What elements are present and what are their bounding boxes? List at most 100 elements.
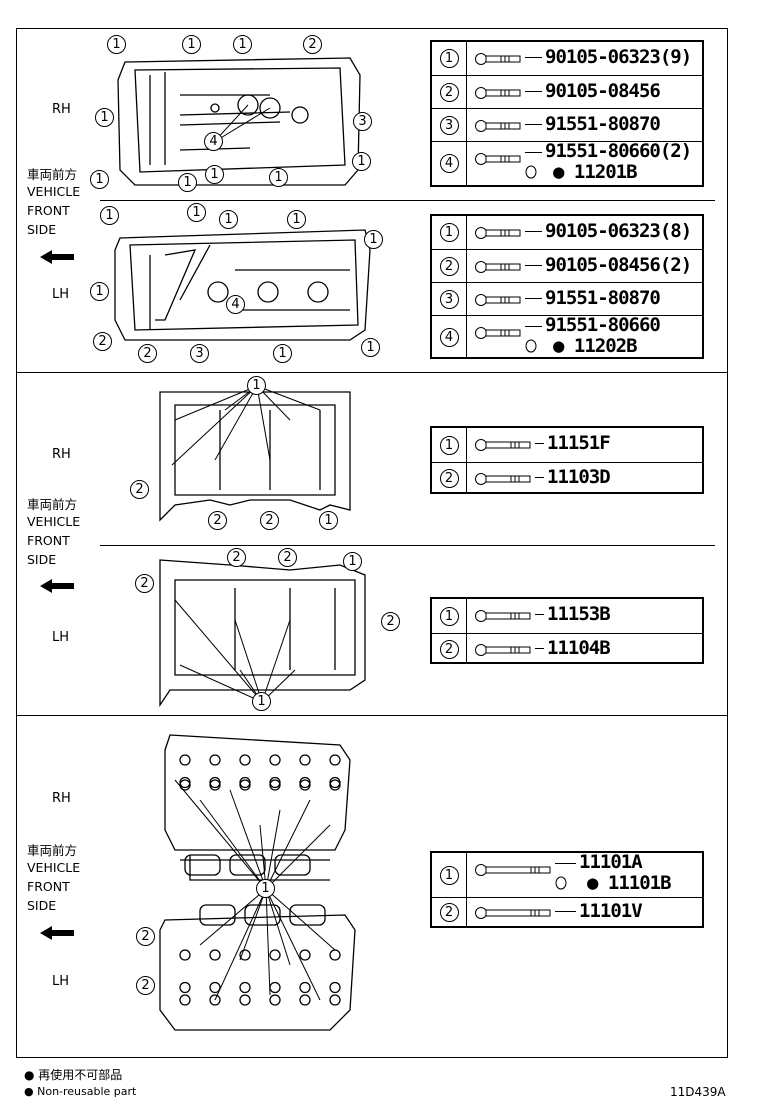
washer-icon [555, 875, 567, 894]
part-number: 91551-80870 [545, 112, 661, 135]
vehicle-front-side-jp: 車両前方 [27, 843, 78, 858]
item-number: 1 [439, 606, 459, 626]
leader-line [265, 888, 291, 966]
rh-label: RH [52, 447, 71, 462]
leader-line [174, 385, 258, 421]
callout-number: 1 [352, 152, 371, 171]
callout-number: 1 [256, 879, 275, 898]
part-number: 11101V [579, 899, 643, 922]
item-number: 2 [439, 256, 459, 276]
callout-number: 1 [178, 173, 197, 192]
part-number: 11101A [579, 851, 643, 873]
part-cell: 11151F [467, 428, 702, 462]
callout-number: 1 [90, 282, 109, 301]
item-number-cell: 1 [432, 216, 467, 249]
part-number: 90105-08456(2) [545, 253, 692, 276]
side-label: SIDE [27, 552, 57, 567]
part-cell: 11153B [467, 599, 702, 633]
item-number: 2 [439, 902, 459, 922]
bolt-icon [475, 85, 529, 104]
side-label: SIDE [27, 898, 57, 913]
bolt-icon [475, 471, 539, 490]
part-cell: 91551-80660(2)● 11201B [467, 140, 702, 185]
leader-line [265, 888, 271, 996]
leader-line [555, 863, 576, 864]
callout-number: 1 [182, 35, 201, 54]
leader-line [171, 385, 258, 466]
non-reusable-part-number: ● 11201B [553, 161, 638, 183]
diagram-frame [16, 28, 728, 1058]
leader-line [234, 619, 263, 703]
bolt-row: 2 11104B [432, 633, 702, 664]
callout-number: 2 [260, 511, 279, 530]
callout-number: 1 [95, 108, 114, 127]
non-reusable-part-number: ● 11101B [587, 872, 672, 894]
item-number-cell: 2 [432, 76, 467, 108]
bolt-icon [475, 862, 559, 881]
item-number-cell: 3 [432, 109, 467, 141]
leader-line [214, 385, 258, 461]
part-cell: 11103D [467, 463, 702, 494]
bolt-icon [475, 325, 529, 344]
leader-line [525, 90, 542, 92]
sub-part-number: 11202B [573, 335, 638, 357]
callout-number: 2 [138, 344, 157, 363]
lh-label: LH [52, 287, 70, 302]
leader-line [174, 599, 263, 703]
bolt-icon [475, 292, 529, 311]
leader-line [261, 619, 291, 703]
callout-number: 1 [247, 376, 266, 395]
sub-part-number: 11201B [573, 161, 638, 183]
leader-line [199, 888, 267, 946]
leader-line [535, 647, 544, 649]
callout-number: 1 [343, 552, 362, 571]
bolt-icon [475, 608, 539, 627]
leader-line [239, 888, 267, 961]
lh-label: LH [52, 630, 70, 645]
callout-number: 1 [205, 165, 224, 184]
vehicle-label: VEHICLE [27, 860, 81, 875]
part-number: 90105-06323(8) [545, 219, 692, 242]
bolt-icon [475, 259, 529, 278]
vehicle-front-side-jp: 車両前方 [27, 497, 78, 512]
leader-line [199, 799, 267, 890]
front-label: FRONT [27, 203, 70, 218]
part-cell: 91551-80870 [467, 283, 702, 315]
leader-line [535, 614, 544, 615]
part-number: 11104B [547, 636, 611, 659]
leader-line [525, 56, 542, 58]
section-divider [16, 372, 728, 373]
item-number-cell: 2 [432, 250, 467, 282]
bolt-row: 1 90105-06323(8) [432, 216, 702, 249]
item-number-cell: 3 [432, 283, 467, 315]
bolt-row: 3 91551-80870 [432, 108, 702, 141]
sub-part-number: 11101B [607, 872, 672, 894]
callout-number: 2 [208, 511, 227, 530]
part-cell: 90105-08456 [467, 76, 702, 108]
part-cell: 91551-80870 [467, 109, 702, 141]
item-number-cell: 2 [432, 634, 467, 664]
callout-number: 1 [319, 511, 338, 530]
item-number: 1 [439, 865, 459, 885]
footer-en-text: Non-reusable part [37, 1085, 137, 1098]
bolt-row: 1 11101A● 11101B [432, 851, 702, 897]
leader-line [229, 789, 267, 890]
leader-line [535, 477, 544, 478]
item-number: 4 [439, 327, 459, 347]
head-bolt-table: 1 11101A● 11101B 2 11101V [430, 851, 704, 928]
callout-number: 1 [269, 168, 288, 187]
leader-line [525, 264, 542, 266]
item-number: 2 [439, 639, 459, 659]
leader-line [555, 910, 576, 912]
item-number-cell: 1 [432, 428, 467, 462]
leader-line [265, 809, 281, 890]
